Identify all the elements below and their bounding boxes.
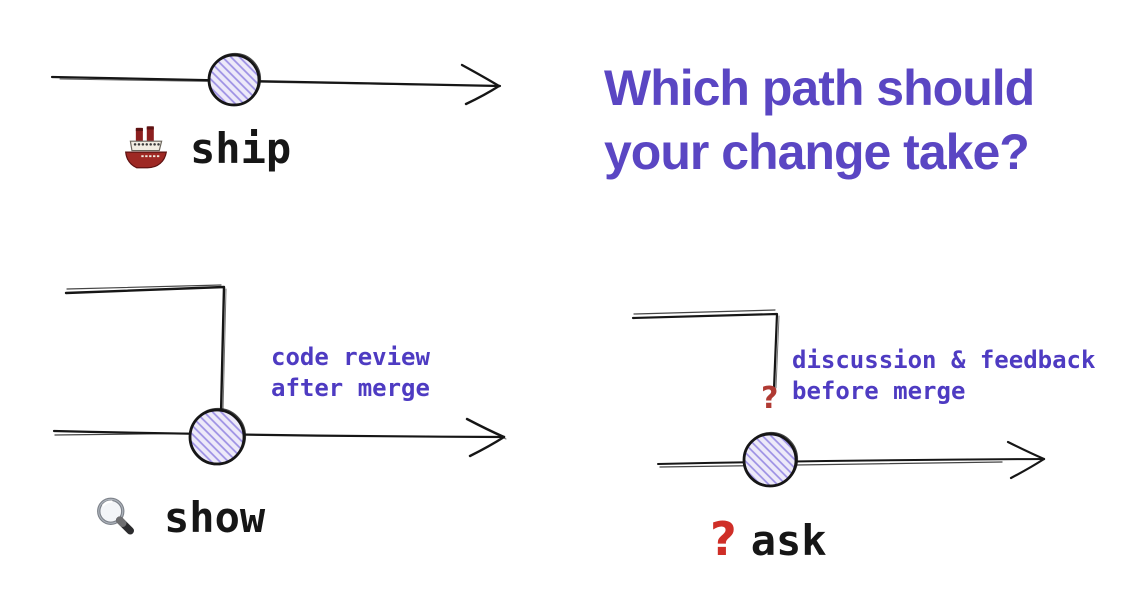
commit-node — [188, 408, 246, 466]
ask-annotation-line2: before merge — [792, 377, 966, 405]
page-title-line1: Which path should — [604, 60, 1035, 116]
option-ask: ? ask — [710, 516, 827, 562]
option-ship-label: ship — [190, 124, 292, 173]
page-title-line2: your change take? — [604, 124, 1030, 180]
magnifying-glass-icon — [97, 497, 134, 535]
show-annotation-line1: code review — [271, 343, 430, 371]
option-ship: ship — [120, 124, 291, 174]
option-ask-label: ask — [750, 516, 827, 565]
option-show: show — [92, 494, 265, 542]
ship-emoji-icon — [125, 126, 168, 169]
commit-node — [742, 432, 798, 488]
page-title: Which path should your change take? — [604, 56, 1035, 184]
show-annotation-line2: after merge — [271, 374, 430, 402]
ask-annotation-line1: discussion & feedback — [792, 346, 1096, 374]
ask-branch-question-mark: ? — [761, 381, 779, 416]
red-question-mark-icon: ? — [710, 512, 737, 566]
ask-annotation: discussion & feedback before merge — [792, 345, 1095, 407]
commit-node — [207, 53, 261, 107]
show-annotation: code review after merge — [271, 342, 430, 404]
ship-commit-line — [50, 52, 502, 107]
ask-commit-line — [631, 309, 1046, 488]
option-show-label: show — [164, 493, 266, 542]
show-commit-line — [52, 284, 507, 466]
